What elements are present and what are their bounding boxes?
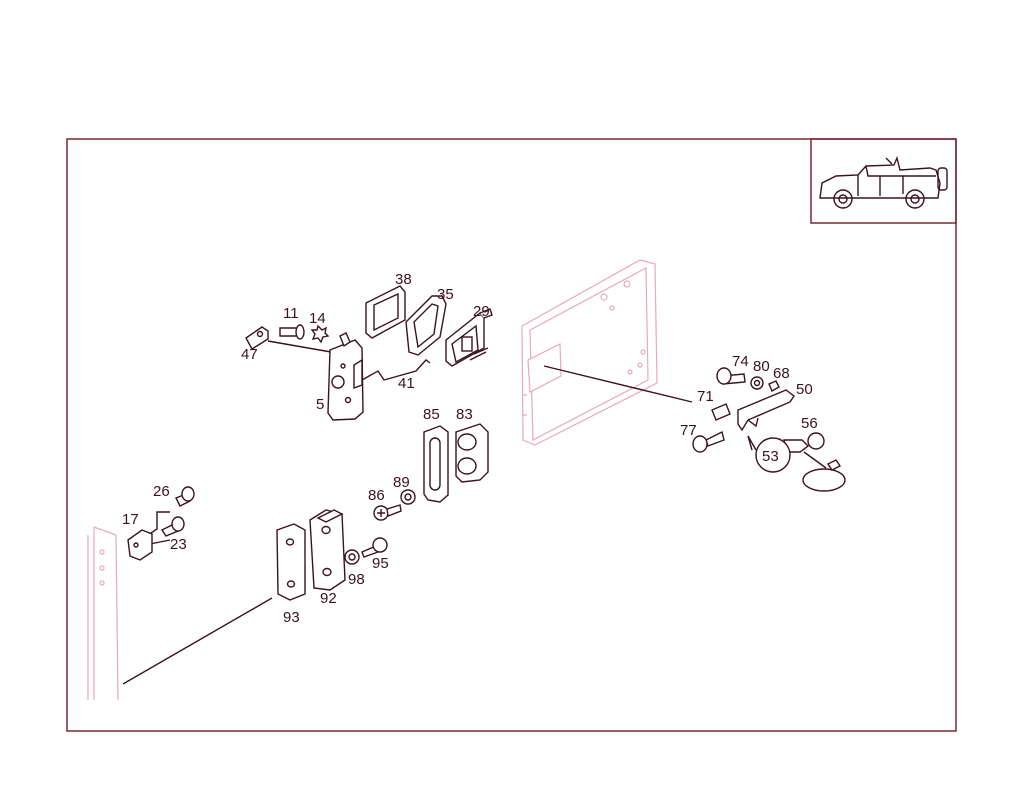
callout-14: 14 — [309, 310, 326, 327]
callout-74: 74 — [732, 353, 749, 370]
callout-17: 17 — [122, 511, 139, 528]
callout-80: 80 — [753, 358, 770, 375]
callout-labels: 38 35 29 11 14 47 5 41 85 83 86 89 26 17… — [122, 271, 818, 626]
callout-85: 85 — [423, 406, 440, 423]
callout-83: 83 — [456, 406, 473, 423]
lock-body — [327, 332, 364, 421]
callout-38: 38 — [395, 271, 412, 288]
callout-23: 23 — [170, 536, 187, 553]
door-panel — [521, 259, 658, 446]
callout-77: 77 — [680, 422, 697, 439]
callout-89: 89 — [393, 474, 410, 491]
diagram-frame — [66, 138, 957, 732]
callout-26: 26 — [153, 483, 170, 500]
callout-47: 47 — [241, 346, 258, 363]
vehicle-icon — [810, 138, 957, 224]
door-handle — [445, 308, 493, 367]
door-pillar — [87, 526, 119, 701]
callout-29: 29 — [473, 303, 490, 320]
callout-41: 41 — [398, 375, 415, 392]
callout-5: 5 — [316, 396, 324, 413]
callout-68: 68 — [773, 365, 790, 382]
callout-93: 93 — [283, 609, 300, 626]
callout-50: 50 — [796, 381, 813, 398]
callout-98: 98 — [348, 571, 365, 588]
callout-92: 92 — [320, 590, 337, 607]
callout-56: 56 — [801, 415, 818, 432]
callout-35: 35 — [437, 286, 454, 303]
callout-86: 86 — [368, 487, 385, 504]
callout-71: 71 — [697, 388, 714, 405]
callout-11: 11 — [283, 305, 299, 322]
callout-95: 95 — [372, 555, 389, 572]
callout-53: 53 — [762, 448, 779, 465]
